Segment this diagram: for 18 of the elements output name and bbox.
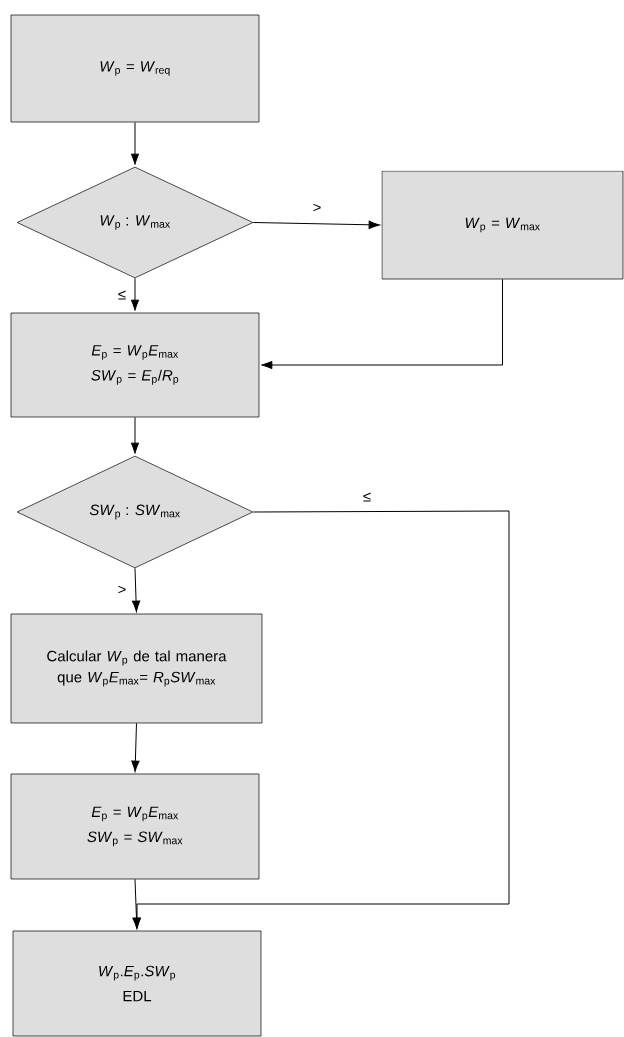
arrow xyxy=(131,722,140,772)
arrow xyxy=(131,567,141,612)
edge-label: ≤ xyxy=(116,289,128,301)
process-box: W$_{p}$ = W$_{req}$ xyxy=(10,14,260,123)
process-box: E$_{p}$ = W$_{p}$E$_{max}$ SW$_{p}$ = SW$_{max}$ xyxy=(10,773,260,880)
arrow xyxy=(261,278,503,370)
process-box: Calcular W$_{p}$ de tal manera que W$_{p}$E$_{max}$= R$_{p}$SW$_{max}$ xyxy=(10,613,263,724)
process-box: W$_{p}$ = W$_{max}$ xyxy=(381,170,624,280)
edge-label: > xyxy=(311,202,323,214)
arrow xyxy=(130,121,140,165)
arrow xyxy=(252,220,380,229)
edge-label: > xyxy=(116,584,128,596)
arrow xyxy=(132,878,141,929)
process-box: W$_{p}$.E$_{p}$.SW$_{p}$ EDL xyxy=(12,930,262,1037)
process-box: E$_{p}$ = W$_{p}$E$_{max}$ SW$_{p}$ = E$_{p}$/R$_{p}$ xyxy=(10,312,260,418)
arrow xyxy=(130,277,140,311)
edge-label: ≤ xyxy=(361,491,373,503)
arrow xyxy=(130,416,140,454)
